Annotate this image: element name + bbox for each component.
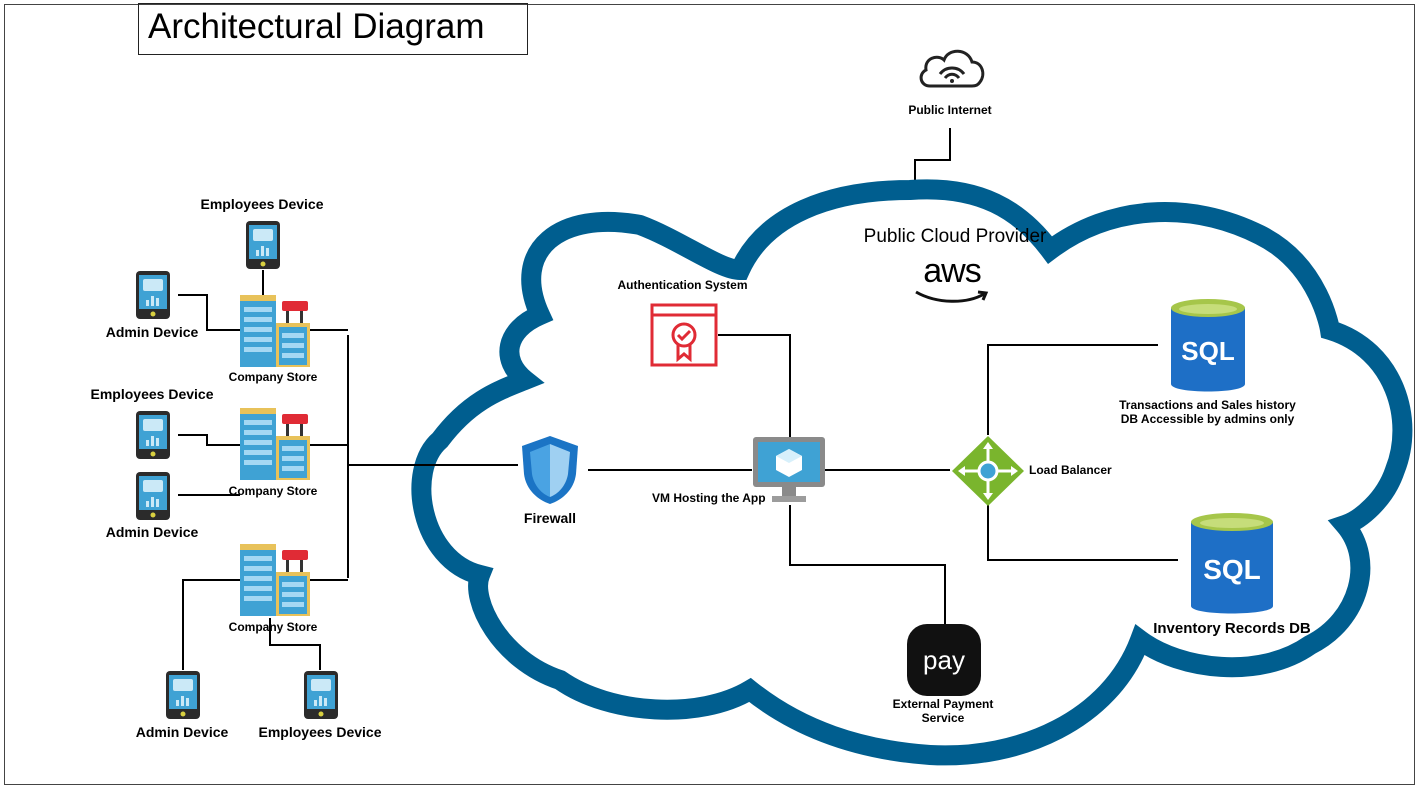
diagram-frame xyxy=(4,4,1415,785)
db-cylinder-icon xyxy=(1191,513,1273,614)
internet-connector xyxy=(914,128,951,192)
aws-smile-icon xyxy=(915,290,989,303)
phone-icon xyxy=(166,671,200,719)
mid-employees-device-label: Employees Device xyxy=(90,386,214,402)
mid-admin-device-label: Admin Device xyxy=(105,524,199,540)
phone-icon xyxy=(246,221,280,269)
public-internet-label: Public Internet xyxy=(908,103,992,117)
auth-to-vm xyxy=(718,334,791,437)
cloud-wifi-icon xyxy=(919,49,985,88)
phone-icon xyxy=(304,671,338,719)
lb-to-inventory-db xyxy=(987,505,1178,561)
inventory-db-label: Inventory Records DB xyxy=(1153,620,1311,637)
building-icon xyxy=(240,408,310,480)
load-balancer-label: Load Balancer xyxy=(1029,463,1112,477)
top-admin-connector xyxy=(178,294,240,331)
shield-icon xyxy=(522,436,578,504)
aws-logo-text: aws xyxy=(923,252,981,290)
phone-icon xyxy=(136,411,170,459)
phone-icon xyxy=(136,472,170,520)
top-employees-device-label: Employees Device xyxy=(200,196,324,212)
vm-to-payment xyxy=(789,505,946,625)
payment-service-label: External Payment Service xyxy=(892,697,994,725)
phone-icon xyxy=(136,271,170,319)
title-box: Architectural Diagram xyxy=(138,3,528,55)
company-store-label: Company Store xyxy=(228,620,318,634)
bottom-employees-device-label: Employees Device xyxy=(258,724,382,740)
building-icon xyxy=(240,295,310,367)
pay-logo-text: pay xyxy=(923,645,965,675)
cloud-provider-label: Public Cloud Provider xyxy=(863,226,1047,247)
firewall-label: Firewall xyxy=(523,510,577,526)
load-balancer-icon xyxy=(952,436,1024,506)
bottom-admin-device-label: Admin Device xyxy=(135,724,229,740)
vm-label: VM Hosting the App xyxy=(652,491,766,505)
top-admin-device-label: Admin Device xyxy=(105,324,199,340)
building-icon xyxy=(240,544,310,616)
sql-database-icon: SQL xyxy=(1170,298,1246,394)
pay-logo: pay xyxy=(907,624,981,696)
sql-icon-text: SQL xyxy=(1203,554,1261,585)
company-store-label: Company Store xyxy=(228,484,318,498)
mid-employee-connector xyxy=(178,434,240,446)
monitor-cube-icon xyxy=(753,437,825,502)
sql-database-icon: SQL xyxy=(1190,512,1274,616)
bottom-admin-connector xyxy=(182,579,240,670)
cloud-shape xyxy=(411,179,1413,766)
company-store-label: Company Store xyxy=(228,370,318,384)
diagram-title: Architectural Diagram xyxy=(148,7,485,46)
certificate-icon xyxy=(650,303,718,367)
auth-system-label: Authentication System xyxy=(617,278,748,292)
lb-to-transactions-db xyxy=(987,344,1158,435)
transactions-db-label: Transactions and Sales history DB Access… xyxy=(1119,398,1296,426)
aws-logo: aws xyxy=(912,252,992,308)
sql-icon-text: SQL xyxy=(1181,336,1235,366)
db-cylinder-icon xyxy=(1171,299,1245,392)
bottom-employee-connector xyxy=(269,618,321,670)
